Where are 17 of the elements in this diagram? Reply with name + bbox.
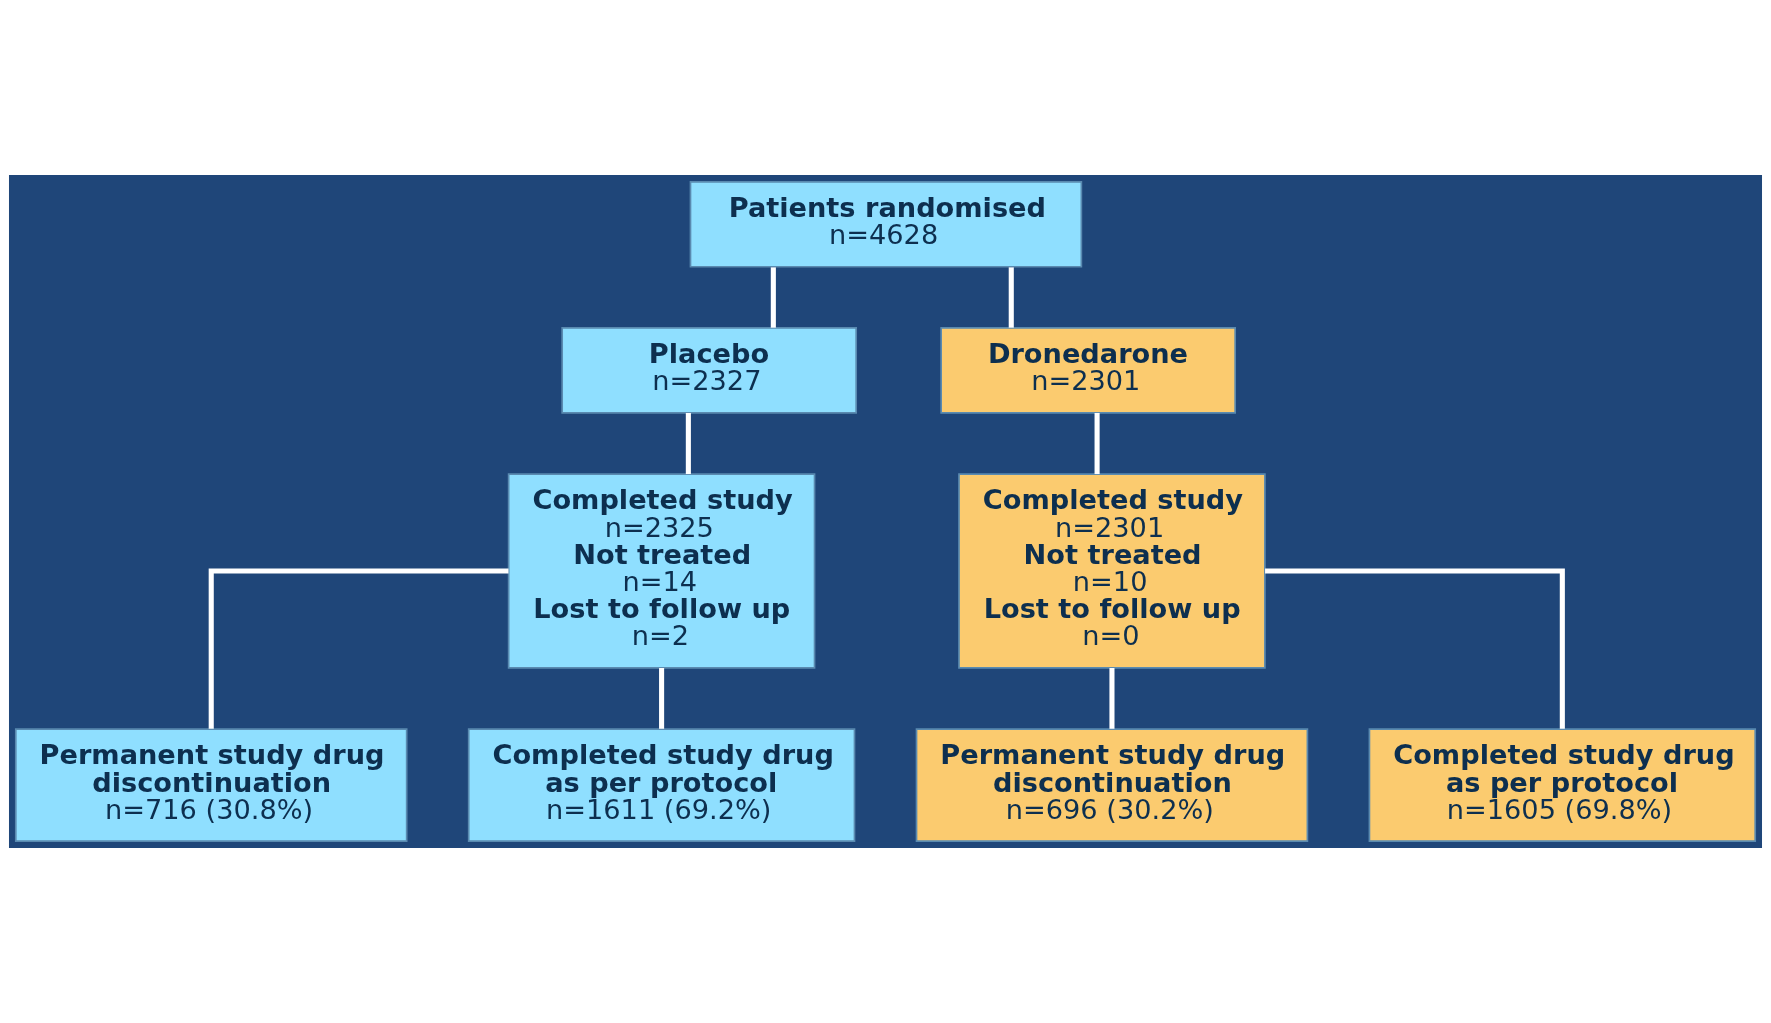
- node-box: Completed study drug as per protocol n=1605 (69.8%): [1368, 728, 1757, 843]
- connector: [1265, 568, 1565, 729]
- node-box: Permanent study drug discontinuation n=696 (30.2%): [915, 728, 1309, 843]
- node-box: Patients randomised n=4628: [689, 180, 1083, 268]
- connector: [1094, 412, 1100, 475]
- connector: [685, 412, 691, 475]
- connector: [659, 668, 665, 729]
- node-box: Completed study n=2301 Not treated n=10 Lost to follow up n=0: [958, 473, 1266, 669]
- connector: [1109, 668, 1115, 729]
- node-box: Completed study n=2325 Not treated n=14 Lost to follow up n=2: [507, 473, 816, 669]
- connector: [770, 267, 776, 328]
- node-box: Permanent study drug discontinuation n=716 (30.8%): [14, 728, 408, 843]
- node-box: Placebo n=2327: [561, 327, 858, 414]
- connector: [208, 568, 509, 729]
- node-box: Completed study drug as per protocol n=1611 (69.2%): [467, 728, 856, 843]
- node-box: Dronedarone n=2301: [940, 327, 1236, 414]
- connector: [1008, 267, 1014, 328]
